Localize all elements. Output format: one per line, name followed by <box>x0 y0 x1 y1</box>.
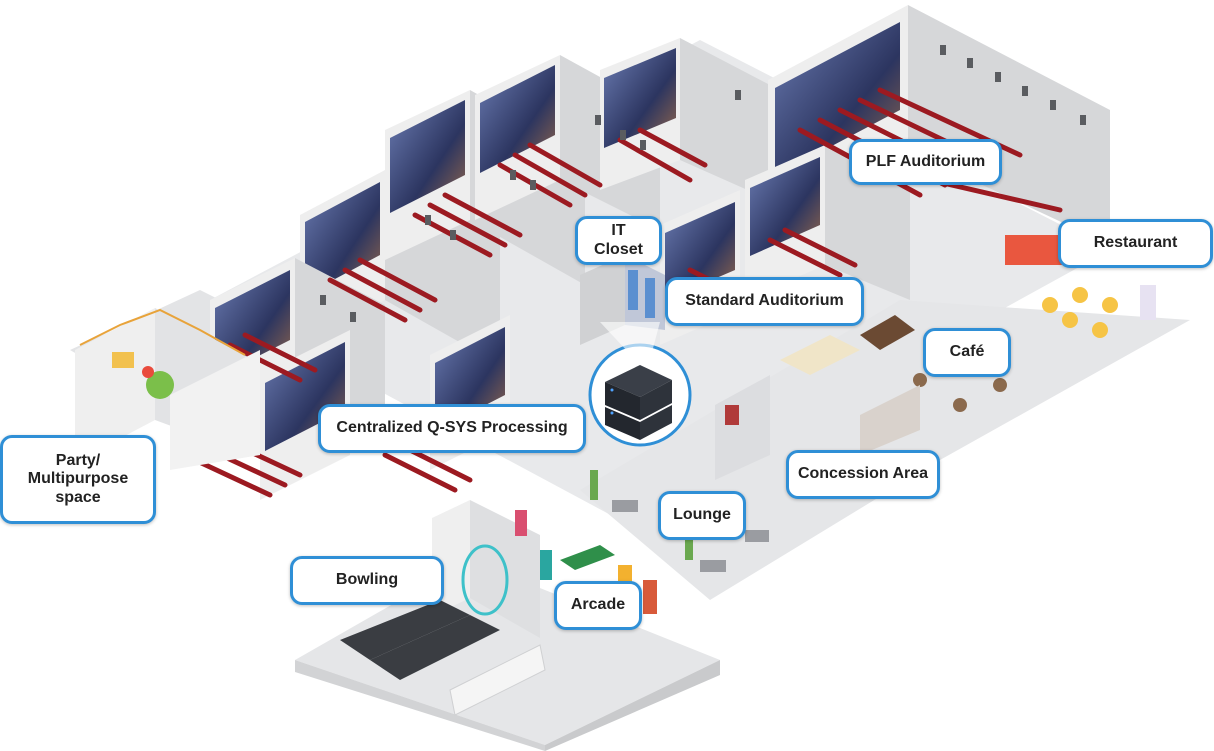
screen-3 <box>480 65 555 173</box>
screen-4 <box>604 48 676 148</box>
centralized-qsys-processing-label: Centralized Q-SYS Processing <box>318 404 586 453</box>
qsys-processor-rack <box>588 343 692 447</box>
concession-area-label: Concession Area <box>786 450 940 499</box>
party-label-line2: Multipurpose <box>27 470 129 488</box>
party-room <box>75 308 260 470</box>
bowling-label: Bowling <box>290 556 444 605</box>
leader-lines <box>600 322 660 352</box>
standard-auditorium-label: Standard Auditorium <box>665 277 864 326</box>
lounge-label: Lounge <box>658 491 746 540</box>
party-multipurpose-space-label: Party/ Multipurpose space <box>0 435 156 524</box>
auditorium-row-back <box>300 5 1110 365</box>
arcade-label: Arcade <box>554 581 642 630</box>
plf-auditorium-label: PLF Auditorium <box>849 139 1002 185</box>
it-closet-label: IT Closet <box>575 216 662 265</box>
concession-lounge-furniture <box>590 335 920 572</box>
party-label-line1: Party/ <box>55 451 101 469</box>
wall-speakers <box>320 45 1086 322</box>
screen-2 <box>390 100 465 213</box>
cafe-label: Café <box>923 328 1011 377</box>
plf-screen <box>775 22 900 176</box>
restaurant-label: Restaurant <box>1058 219 1213 268</box>
party-label-line3: space <box>55 488 101 506</box>
screen-1 <box>305 182 380 295</box>
